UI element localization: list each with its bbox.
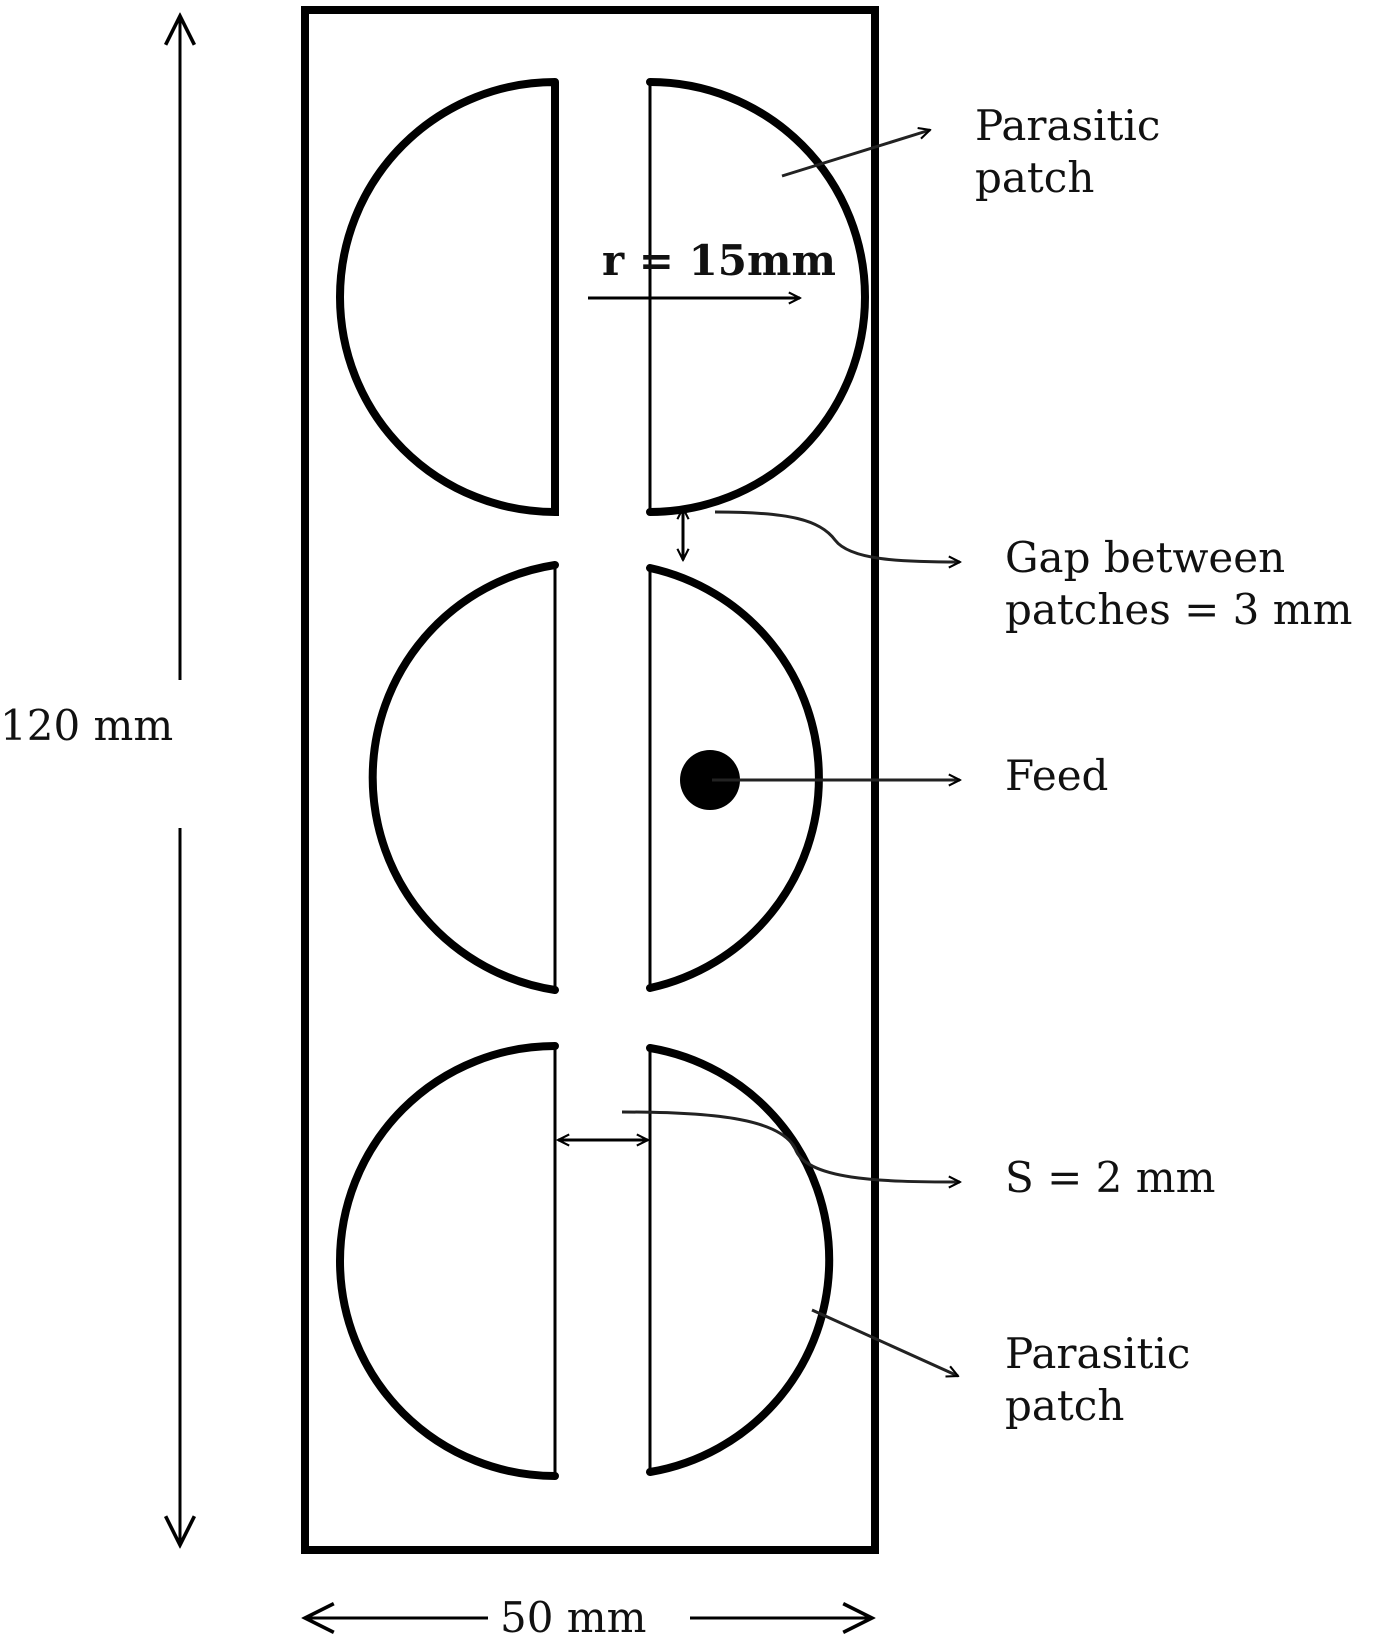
feed-label: Feed [1005,751,1108,800]
parasitic-bottom-label-line2: patch [1005,1381,1124,1430]
parasitic-top-label-line1: Parasitic [975,101,1160,150]
gap-leader-arrow [714,510,960,562]
feed-point [680,750,740,810]
width-dimension-label: 50 mm [500,1593,646,1642]
patch-pair-middle [368,561,823,994]
parasitic-top-leader-arrow [781,130,930,178]
patch-pair-bottom [336,1042,834,1480]
parasitic-bottom-leader-arrow [811,1308,958,1376]
right-half-patch-top [646,78,869,516]
patch-pair-top [336,78,869,517]
left-half-patch-top [336,78,559,517]
spacing-label: S = 2 mm [1005,1153,1215,1202]
left-half-patch-bottom [336,1042,559,1480]
right-half-patch-bottom [646,1044,834,1476]
right-half-patch-middle [646,564,823,992]
left-half-patch-middle [368,561,559,994]
parasitic-bottom-label-line1: Parasitic [1005,1329,1190,1378]
spacing-leader-arrow [621,1110,960,1182]
gap-label-line1: Gap between [1005,533,1285,582]
parasitic-top-label-line2: patch [975,153,1094,202]
radius-label: r = 15mm [602,236,836,285]
height-dimension-label: 120 mm [0,701,173,750]
gap-label-line2: patches = 3 mm [1005,585,1352,634]
